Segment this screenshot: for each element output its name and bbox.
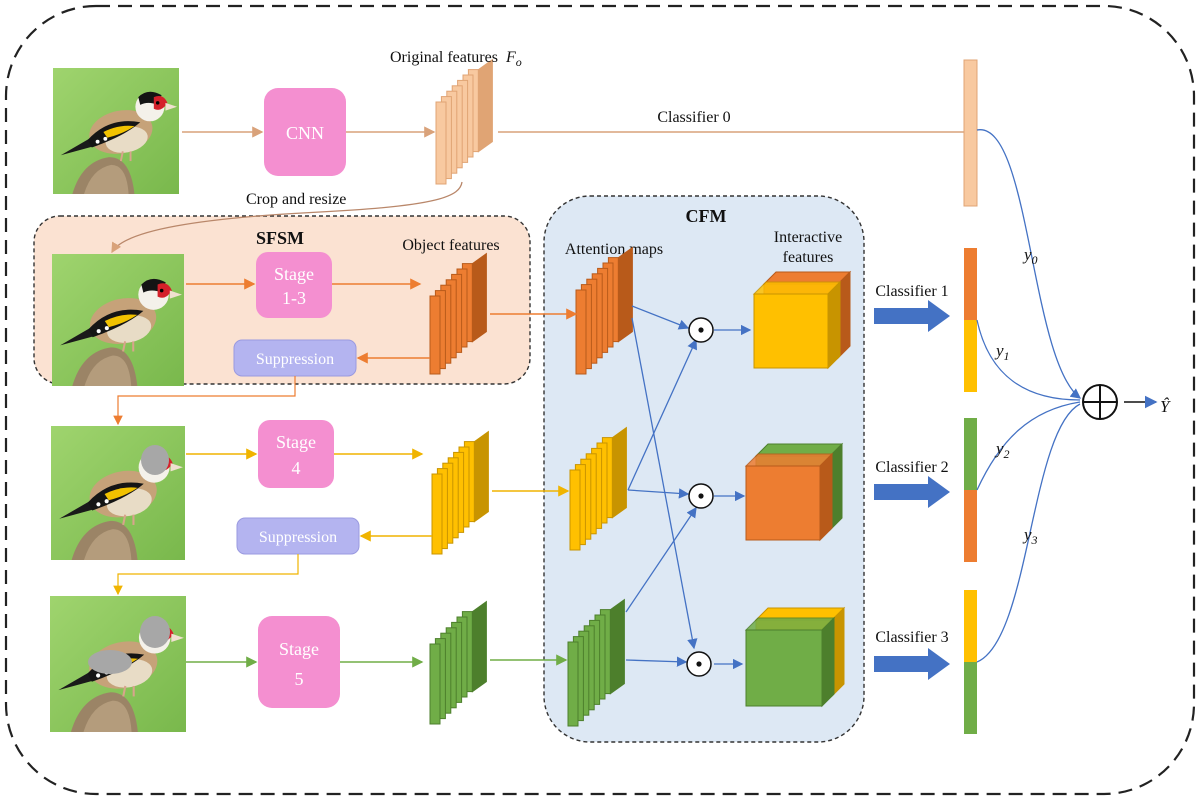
green-features-stack [429,600,487,725]
cfm-title: CFM [686,206,727,226]
stage-5-box [258,616,340,708]
original-features-label: Original features Fo [390,49,522,69]
odot-2 [688,483,714,509]
y3-label: y3 [1022,525,1038,547]
stage-5-label-2: 5 [295,669,304,689]
outer-frame [4,4,1196,796]
classifier-0-label: Classifier 0 [657,109,730,126]
cnn-label: CNN [286,123,324,143]
cnn-box [264,88,346,176]
stage-5-label-1: Stage [279,639,319,659]
stage-1-3-label-1: Stage [274,264,314,284]
suppressed-image-2 [50,596,186,732]
output-bar-0 [963,59,978,207]
classifier-2-label: Classifier 2 [875,459,948,476]
yellow-features-stack [431,430,489,555]
stage-4-label-1: Stage [276,432,316,452]
y0-label: y0 [1022,245,1038,267]
classifier-2-arrow [874,476,950,508]
feature-stacks [429,58,852,727]
crop-resize-label: Crop and resize [246,191,346,208]
attention-map-stack-3 [567,598,625,727]
interactive-feature-cube-2 [744,442,844,542]
attention-map-stack-1 [575,246,633,375]
output-bar-2-top [964,418,977,490]
output-bar-3-top [964,590,977,662]
sfsm-title: SFSM [256,228,304,248]
object-features-stack [429,252,487,375]
attention-map-stack-2 [569,426,627,551]
circle-plus-icon [1082,384,1118,420]
suppressed-image-1 [50,426,186,560]
fusion-curves [976,129,1082,663]
attention-maps-label: Attention maps [565,241,663,258]
y1-label: y1 [994,341,1010,363]
suppression-label-1: Suppression [256,351,334,368]
stage-1-3-box [256,252,332,318]
classifier-1-label: Classifier 1 [875,283,948,300]
stage-4-box [258,420,334,488]
odot-1 [688,317,714,343]
interactive-features-label-1: Interactive [774,229,842,246]
cfm-cross-lines [625,305,752,670]
suppression-label-2: Suppression [259,529,337,546]
classifier-1-arrow [874,300,950,332]
stage-4-label-2: 4 [292,458,301,478]
arrow-suppression1-to-image [113,376,296,426]
cropped-image [50,254,186,386]
y-hat-label: Ŷ [1160,397,1171,416]
output-bar-1-bottom [964,320,977,392]
arrow-suppression2-to-image [113,554,299,596]
interactive-feature-cube-1 [752,270,852,370]
arrow-crop-resize [111,181,463,254]
output-bar-3-bottom [964,662,977,734]
odot-3 [686,651,712,677]
output-bar-2-bottom [964,490,977,562]
output-bar-1-top [964,248,977,320]
original-features-stack [435,58,493,185]
interactive-features-label-2: features [783,249,834,266]
object-features-label: Object features [402,237,499,254]
input-image [51,68,181,194]
y2-label: y2 [994,439,1010,461]
stage-1-3-label-2: 1-3 [282,288,306,308]
interactive-feature-cube-3 [744,606,846,708]
classifier-3-label: Classifier 3 [875,629,948,646]
classifier-3-arrow [874,648,950,680]
